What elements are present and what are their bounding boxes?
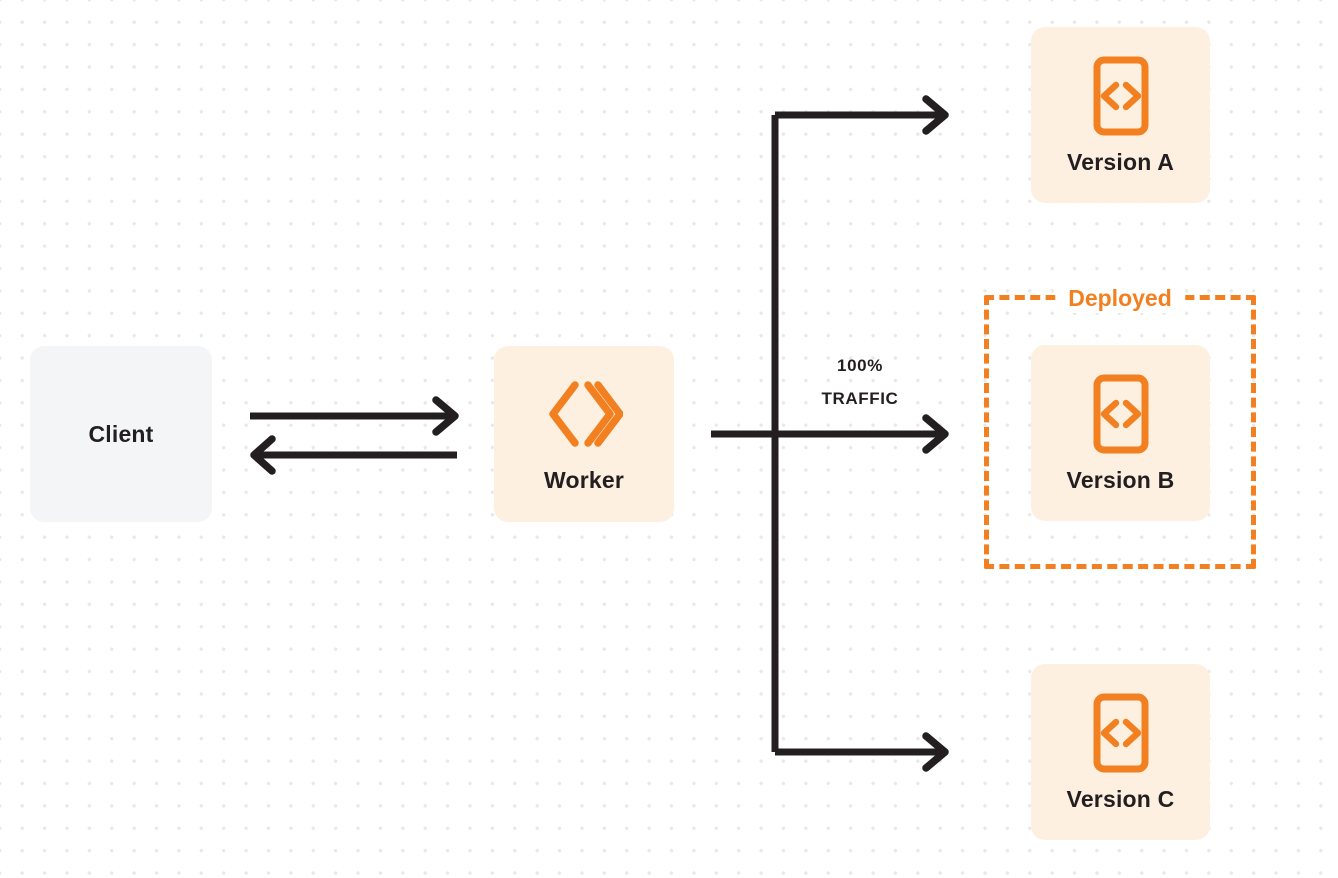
node-worker[interactable]: Worker (494, 346, 674, 522)
code-file-icon (1090, 373, 1152, 455)
node-version-c-label: Version C (1066, 785, 1175, 812)
code-file-icon (1090, 55, 1152, 137)
cloudflare-workers-logo-icon (545, 375, 623, 453)
node-version-a-label: Version A (1066, 148, 1175, 175)
traffic-word: TRAFFIC (821, 389, 899, 408)
node-client-label: Client (88, 420, 154, 447)
deployed-group: Deployed (984, 283, 1256, 569)
node-worker-label: Worker (543, 466, 625, 493)
arrow-worker-to-client-head (250, 435, 276, 475)
traffic-label: 100% TRAFFIC (781, 349, 939, 415)
arrow-client-to-worker-head (432, 396, 459, 436)
traffic-percent: 100% (837, 356, 883, 375)
node-version-b-label: Version B (1066, 466, 1175, 493)
node-version-a[interactable]: Version A (1031, 27, 1210, 203)
arrow-to-version-c-head (922, 732, 949, 772)
node-version-b[interactable]: Version B (1031, 345, 1210, 521)
node-version-c[interactable]: Version C (1031, 664, 1210, 840)
code-file-icon (1090, 692, 1152, 774)
arrow-to-version-a-head (922, 95, 949, 135)
node-client[interactable]: Client (30, 346, 212, 522)
deployed-group-label: Deployed (1055, 283, 1185, 313)
arrow-to-version-b-head (922, 414, 949, 454)
